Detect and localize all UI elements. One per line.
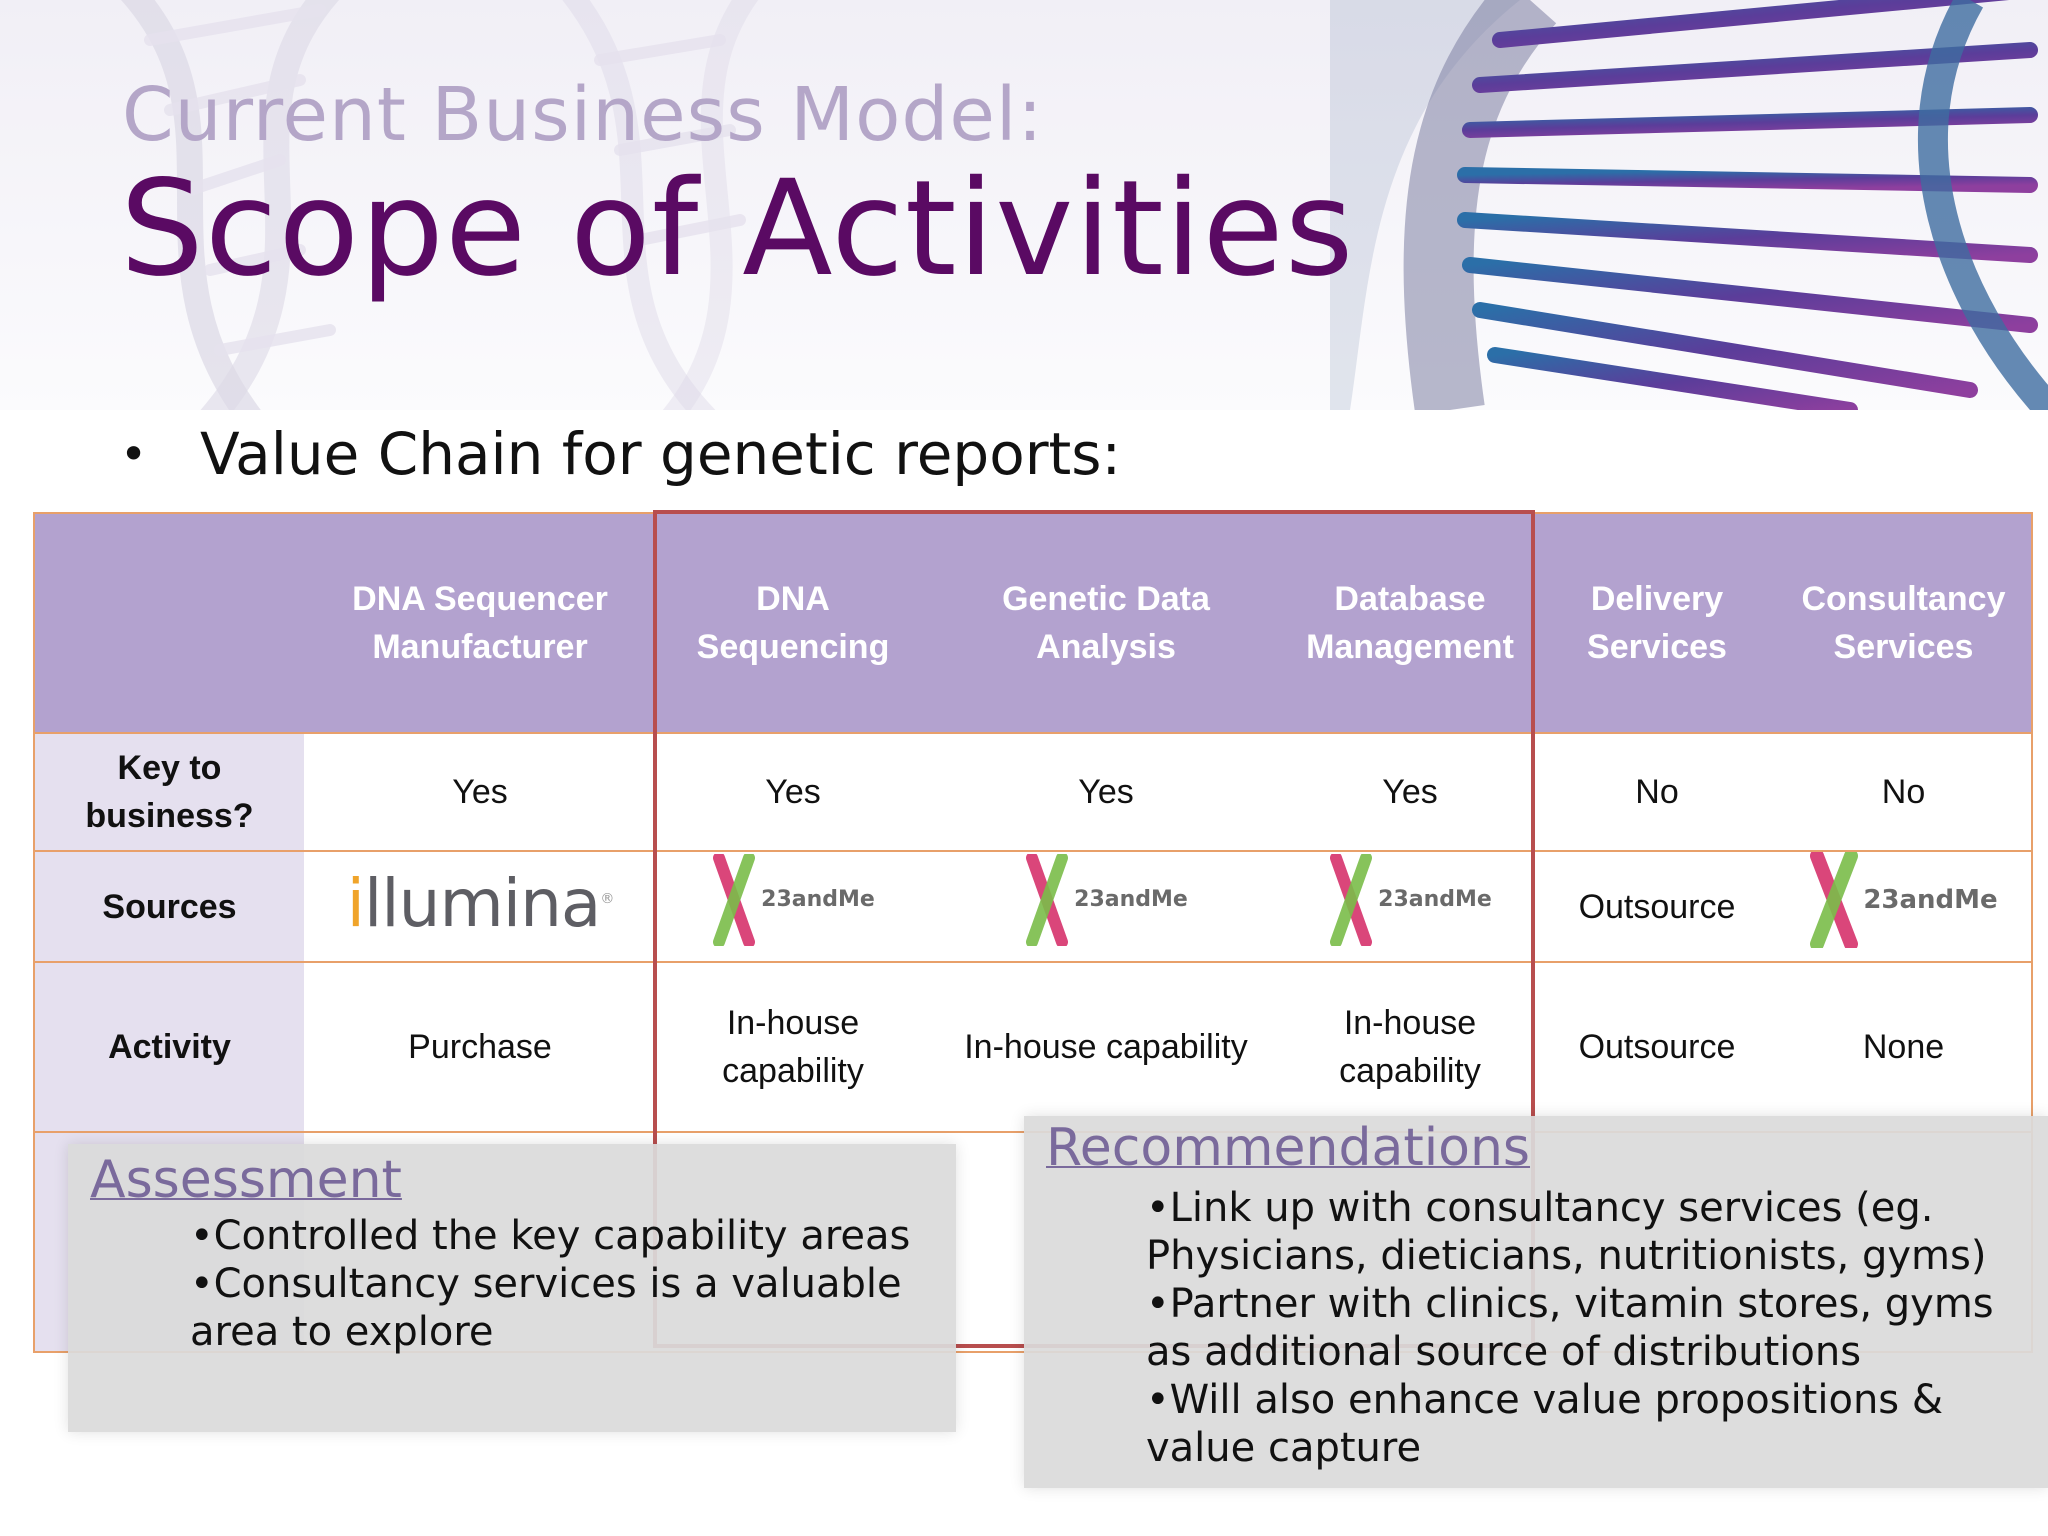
table-cell: 23andMe [1282,850,1538,963]
23andme-logo: 23andMe [1328,854,1492,946]
23andme-mark-icon [1810,852,1859,948]
23andme-logo-text: 23andMe [1863,885,1998,915]
table-row-sources: Sources illumina® 23andMe [33,850,2033,963]
23andme-logo: 23andMe [711,854,875,946]
header-cell-delivery-services: Delivery Services [1538,512,1776,734]
table-cell: No [1776,732,2033,852]
list-item: •Link up with consultancy services (eg. … [1146,1185,1987,1279]
slide-title: Scope of Activities [120,152,1355,306]
table-cell: In-house capability [1282,961,1538,1133]
table-row-key-to-business: Key to business? Yes Yes Yes Yes No No [33,732,2033,852]
23andme-mark-icon [713,854,756,946]
table-cell: In-house capability [930,961,1282,1133]
table-cell: Yes [1282,732,1538,852]
recommendations-list: •Link up with consultancy services (eg. … [1146,1184,2034,1472]
header-cell-consultancy-services: Consultancy Services [1776,512,2033,734]
23andme-mark-icon [1026,854,1069,946]
list-item: •Partner with clinics, vitamin stores, g… [1146,1281,1994,1375]
table-cell: Outsource [1538,961,1776,1133]
23andme-logo: 23andMe [1809,852,1998,948]
header-cell-empty [33,512,304,734]
header-cell-genetic-data-analysis: Genetic Data Analysis [930,512,1282,734]
23andme-logo-text: 23andMe [1074,887,1188,912]
assessment-panel: Assessment •Controlled the key capabilit… [68,1144,956,1432]
23andme-logo-text: 23andMe [1378,887,1492,912]
value-chain-bullet: • Value Chain for genetic reports: [120,420,1121,488]
table-cell: 23andMe [1776,850,2033,963]
assessment-title: Assessment [90,1150,402,1210]
table-cell: Purchase [304,961,656,1133]
table-cell: 23andMe [656,850,930,963]
row-label: Sources [33,850,304,963]
row-label: Key to business? [33,732,304,852]
table-header-row: DNA Sequencer Manufacturer DNA Sequencin… [33,512,2033,734]
list-item: •Controlled the key capability areas [190,1213,911,1259]
header-cell-sequencer-manufacturer: DNA Sequencer Manufacturer [304,512,656,734]
table-cell: None [1776,961,2033,1133]
value-chain-table: DNA Sequencer Manufacturer DNA Sequencin… [33,512,2033,1353]
23andme-logo: 23andMe [1024,854,1188,946]
23andme-mark-icon [1330,854,1373,946]
table-cell: 23andMe [930,850,1282,963]
list-item: •Will also enhance value propositions & … [1146,1377,1944,1471]
list-item: •Consultancy services is a valuable area… [190,1261,902,1355]
bullet-text: Value Chain for genetic reports: [200,420,1122,488]
table-cell: illumina® [304,850,656,963]
header-cell-database-management: Database Management [1282,512,1538,734]
table-cell: Yes [304,732,656,852]
illumina-logo: illumina® [346,864,615,942]
row-label: Activity [33,961,304,1133]
header-cell-dna-sequencing: DNA Sequencing [656,512,930,734]
table-row-activity: Activity Purchase In-house capability In… [33,961,2033,1133]
23andme-logo-text: 23andMe [761,887,875,912]
table-cell: In-house capability [656,961,930,1133]
table-cell: Outsource [1538,850,1776,963]
dna-helix-background-image [120,0,759,410]
recommendations-panel: Recommendations •Link up with consultanc… [1024,1116,2048,1488]
table-cell: No [1538,732,1776,852]
table-cell: Yes [930,732,1282,852]
recommendations-title: Recommendations [1046,1118,1531,1178]
slide-pretitle: Current Business Model: [122,72,1044,158]
assessment-list: •Controlled the key capability areas •Co… [190,1212,930,1356]
bullet-icon: • [120,427,148,481]
title-banner: Current Business Model: Scope of Activit… [0,0,2048,410]
dna-helix-color-image [1330,0,2048,410]
table-cell: Yes [656,732,930,852]
